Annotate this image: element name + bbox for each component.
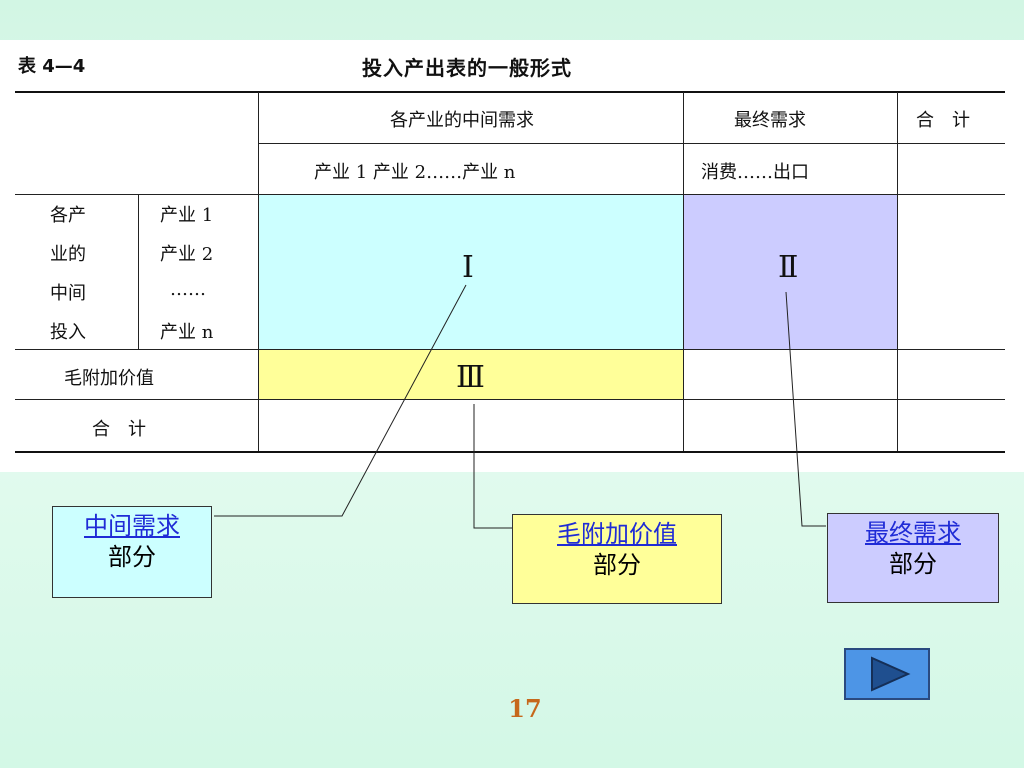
- callout-final-demand: 最终需求 部分: [827, 513, 999, 603]
- table-label: 表 4—4: [18, 56, 86, 77]
- industry-row-1: 产业 1: [160, 205, 214, 226]
- table-top-rule: [15, 91, 1005, 93]
- final-demand-link[interactable]: 最终需求: [865, 519, 961, 547]
- table-title: 投入产出表的一般形式: [362, 56, 572, 80]
- row-label-divider: [138, 195, 139, 349]
- header-total: 合 计: [916, 110, 970, 131]
- callout-intermediate-demand: 中间需求 部分: [52, 506, 212, 598]
- header-final-items: 消费……出口: [701, 162, 809, 183]
- final-demand-divider: [683, 92, 684, 451]
- header-mid-rule: [258, 143, 1005, 144]
- row-label-line-4: 投入: [50, 322, 86, 343]
- final-demand-suffix: 部分: [889, 550, 937, 578]
- row-gross-value-added: 毛附加价值: [64, 368, 154, 389]
- input-bottom-rule: [15, 349, 1005, 350]
- header-final-demand: 最终需求: [734, 110, 806, 131]
- intermediate-demand-link[interactable]: 中间需求: [84, 512, 180, 540]
- header-bottom-rule: [15, 194, 1005, 195]
- quadrant-one-numeral: Ⅰ: [462, 250, 474, 285]
- industry-row-n: 产业 n: [160, 322, 214, 343]
- value-added-link[interactable]: 毛附加价值: [557, 520, 677, 548]
- header-intermediate-demand: 各产业的中间需求: [390, 110, 534, 131]
- quadrant-three-numeral: Ⅲ: [456, 360, 485, 395]
- connector-value-added: [473, 404, 512, 529]
- industry-row-2: 产业 2: [160, 244, 214, 265]
- value-added-suffix: 部分: [593, 551, 641, 579]
- row-total: 合 计: [92, 419, 146, 440]
- connector-final: [785, 291, 826, 527]
- quadrant-three-region: [258, 350, 683, 400]
- callout-value-added: 毛附加价值 部分: [512, 514, 722, 604]
- next-slide-button[interactable]: [844, 648, 930, 700]
- table-bottom-rule: [15, 451, 1005, 453]
- row-label-line-1: 各产: [50, 205, 86, 226]
- intermediate-demand-suffix: 部分: [108, 543, 156, 571]
- stub-divider: [258, 92, 259, 451]
- header-industries: 产业 1 产业 2……产业 n: [314, 162, 516, 183]
- connector-intermediate: [214, 284, 467, 517]
- quadrant-two-numeral: Ⅱ: [778, 250, 799, 285]
- total-divider: [897, 92, 898, 451]
- quadrant-two-region: [683, 195, 897, 350]
- industry-row-ellipsis: ……: [170, 279, 206, 300]
- value-added-bottom-rule: [15, 399, 1005, 400]
- quadrant-one-region: [258, 195, 683, 350]
- play-right-icon: [871, 656, 911, 692]
- page-number: 17: [508, 694, 542, 723]
- row-label-line-2: 业的: [50, 244, 86, 265]
- row-label-line-3: 中间: [50, 283, 86, 304]
